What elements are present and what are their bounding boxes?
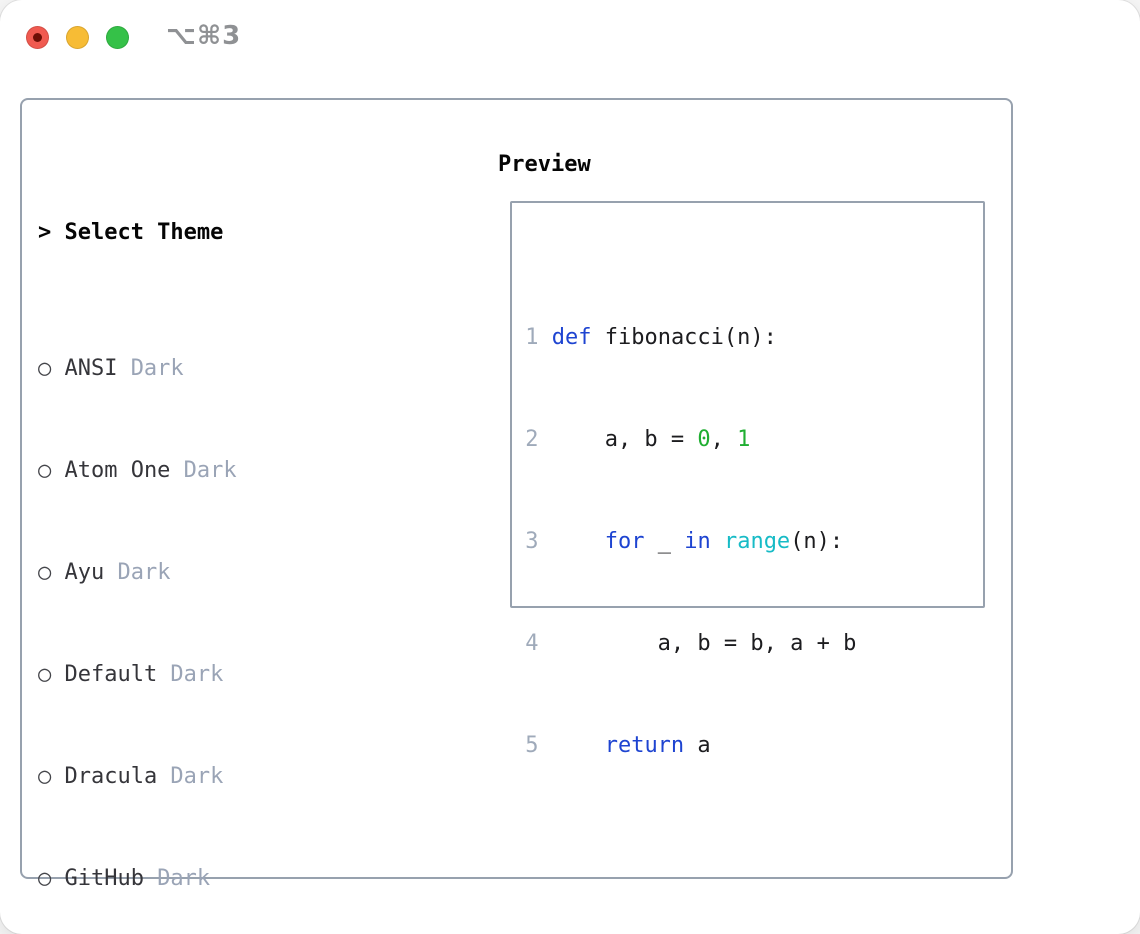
code-token: , (710, 427, 738, 452)
theme-variant: Dark (183, 458, 237, 483)
code-token: 0 (697, 427, 711, 452)
theme-name: Ayu (64, 560, 105, 585)
code-token: def (551, 325, 592, 350)
code-token: return (604, 733, 685, 758)
code-token: (n): (790, 529, 844, 554)
theme-option-dracula-dark[interactable]: ○ Dracula Dark (38, 760, 409, 794)
window-title: ⌥⌘3 (166, 21, 242, 51)
code-token: a, b = (551, 427, 698, 452)
code-token (552, 733, 605, 758)
theme-option-default-dark[interactable]: ○ Default Dark (38, 658, 409, 692)
code-token: 1 (737, 427, 751, 452)
line-number: 1 (525, 325, 539, 350)
code-token (711, 529, 724, 554)
radio-unselected-icon: ○ (38, 458, 52, 483)
main-panel (20, 98, 1013, 879)
line-number: 2 (525, 427, 539, 452)
line-number: 3 (525, 529, 539, 554)
focus-caret-icon: > (38, 220, 52, 245)
theme-variant: Dark (117, 560, 171, 585)
theme-name: Default (64, 662, 158, 687)
code-line: 1 def fibonacci(n): (525, 321, 983, 355)
select-theme-heading-label: Select Theme (64, 220, 224, 245)
title-bar (26, 26, 129, 49)
code-token (552, 529, 605, 554)
preview-heading: Preview (498, 152, 591, 177)
radio-unselected-icon: ○ (38, 356, 52, 381)
minimize-button[interactable] (66, 26, 89, 49)
code-line: 3 for _ in range(n): (525, 525, 983, 559)
select-theme-heading: > Select Theme (38, 216, 409, 250)
close-button[interactable] (26, 26, 49, 49)
spacer (525, 865, 983, 899)
theme-option-atom-one-dark[interactable]: ○ Atom One Dark (38, 454, 409, 488)
code-token: for (604, 529, 645, 554)
radio-unselected-icon: ○ (38, 662, 52, 687)
radio-unselected-icon: ○ (38, 560, 52, 585)
theme-option-github-dark[interactable]: ○ GitHub Dark (38, 862, 409, 896)
code-token: a, b = b, a + b (551, 631, 857, 656)
line-number: 5 (525, 733, 539, 758)
code-line: 4 a, b = b, a + b (525, 627, 983, 661)
theme-name: Atom One (64, 458, 171, 483)
preview-pane: 1 def fibonacci(n): 2 a, b = 0, 1 3 for _… (510, 201, 985, 758)
zoom-button[interactable] (106, 26, 129, 49)
theme-option-ayu-dark[interactable]: ○ Ayu Dark (38, 556, 409, 590)
code-token: fibonacci(n): (591, 325, 777, 350)
theme-name: ANSI (64, 356, 118, 381)
code-line: 2 a, b = 0, 1 (525, 423, 983, 457)
theme-name: GitHub (64, 866, 144, 891)
code-line: 5 return a (525, 729, 983, 763)
line-number: 4 (525, 631, 539, 656)
code-token: a (684, 733, 711, 758)
code-token: range (723, 529, 791, 554)
code-token: _ (644, 529, 685, 554)
theme-variant: Dark (157, 866, 211, 891)
code-preview: 1 def fibonacci(n): 2 a, b = 0, 1 3 for _… (512, 253, 983, 934)
theme-variant: Dark (130, 356, 184, 381)
code-token: in (684, 529, 711, 554)
radio-unselected-icon: ○ (38, 866, 52, 891)
theme-variant: Dark (170, 764, 224, 789)
theme-name: Dracula (64, 764, 158, 789)
theme-variant: Dark (170, 662, 224, 687)
theme-option-ansi-dark[interactable]: ○ ANSI Dark (38, 352, 409, 386)
radio-unselected-icon: ○ (38, 764, 52, 789)
